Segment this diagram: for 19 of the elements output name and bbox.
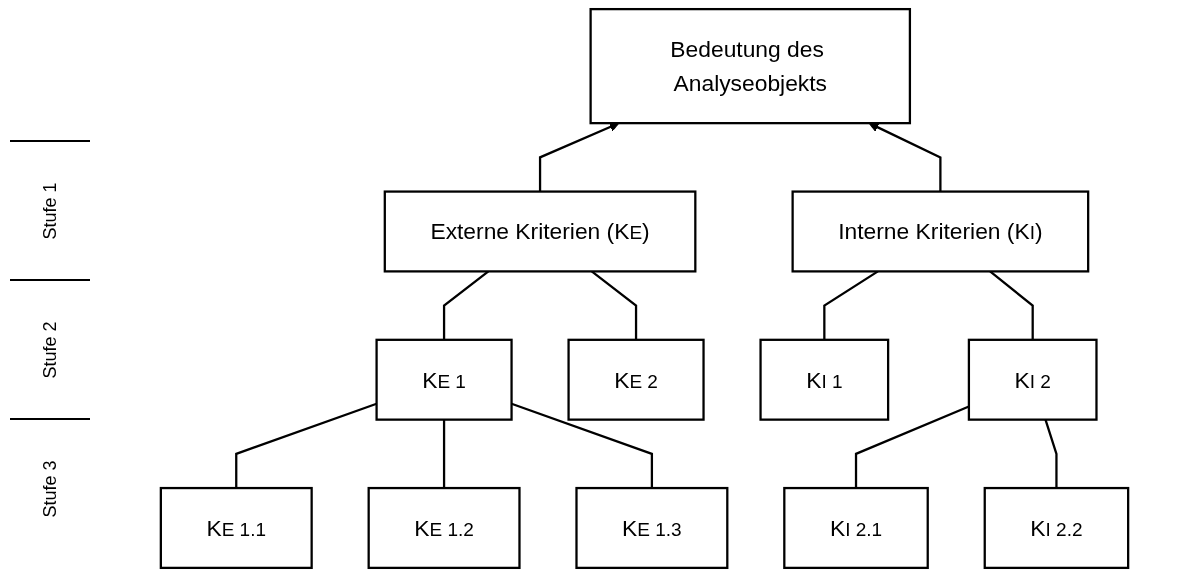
- node-box: KE 1.2: [367, 486, 521, 569]
- node-box: KI 2.1: [783, 486, 929, 569]
- level-label: Stufe 1: [39, 182, 61, 239]
- level-label: Stufe 2: [39, 321, 61, 378]
- node-box: KE 1.1: [159, 486, 313, 569]
- node-box: KE 1: [375, 338, 513, 421]
- level-label: Stufe 3: [39, 460, 61, 517]
- connector: [235, 402, 377, 489]
- node-box: KE 2: [567, 338, 705, 421]
- node-box: Externe Kriterien (KE): [383, 190, 697, 273]
- connector: [511, 402, 654, 489]
- node-box: Bedeutung des Analyseobjekts: [589, 7, 912, 125]
- node-box: KI 2.2: [983, 486, 1130, 569]
- connector: [1044, 419, 1058, 489]
- connector: [442, 419, 446, 489]
- node-box: KE 1.3: [575, 486, 729, 569]
- node-box: Interne Kriterien (KI): [791, 190, 1090, 273]
- node-box: KI 1: [759, 338, 890, 421]
- node-box: KI 2: [967, 338, 1098, 421]
